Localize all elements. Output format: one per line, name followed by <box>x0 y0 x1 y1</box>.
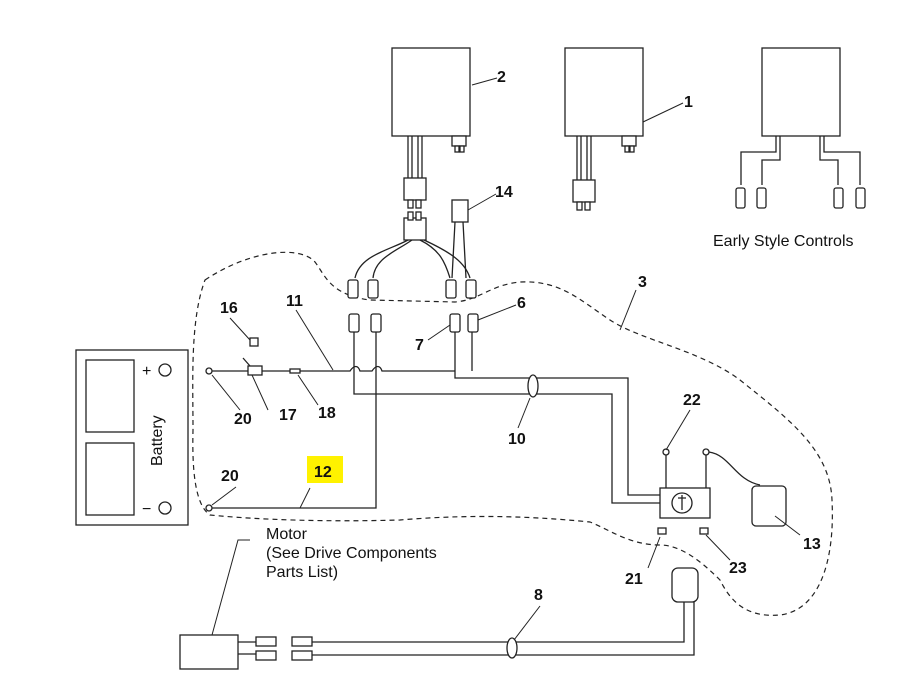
early-style-caption: Early Style Controls <box>713 233 854 250</box>
motor-cable <box>179 567 699 670</box>
label-13: 13 <box>803 536 821 553</box>
main-harness <box>205 313 660 512</box>
label-12: 12 <box>314 464 332 481</box>
label-14: 14 <box>495 184 513 201</box>
battery-plus: + <box>142 363 151 380</box>
label-20b: 20 <box>221 468 239 485</box>
key-switch <box>657 448 761 535</box>
motor-line-3: Parts List) <box>266 564 338 581</box>
label-16: 16 <box>220 300 238 317</box>
controller-2 <box>391 47 471 209</box>
y-harness <box>347 199 477 299</box>
label-1: 1 <box>684 94 693 111</box>
label-8: 8 <box>534 587 543 604</box>
battery-label: Battery <box>149 415 166 466</box>
harness-outline <box>192 251 833 616</box>
label-10: 10 <box>508 431 526 448</box>
battery <box>75 349 189 526</box>
label-2: 2 <box>497 69 506 86</box>
label-17: 17 <box>279 407 297 424</box>
controller-1 <box>564 47 644 211</box>
label-6: 6 <box>517 295 526 312</box>
early-style-controls <box>735 47 866 209</box>
label-22: 22 <box>683 392 701 409</box>
motor-line-2: (See Drive Components <box>266 545 437 562</box>
highlight-12 <box>307 456 343 483</box>
label-20a: 20 <box>234 411 252 428</box>
motor-line-1: Motor <box>266 526 308 543</box>
label-18: 18 <box>318 405 336 422</box>
leader-lines <box>211 289 731 641</box>
label-7: 7 <box>415 337 424 354</box>
label-11: 11 <box>286 293 303 310</box>
label-21: 21 <box>625 571 643 588</box>
battery-minus: − <box>142 501 151 518</box>
component-13 <box>751 485 787 527</box>
label-3: 3 <box>638 274 647 291</box>
label-23: 23 <box>729 560 747 577</box>
